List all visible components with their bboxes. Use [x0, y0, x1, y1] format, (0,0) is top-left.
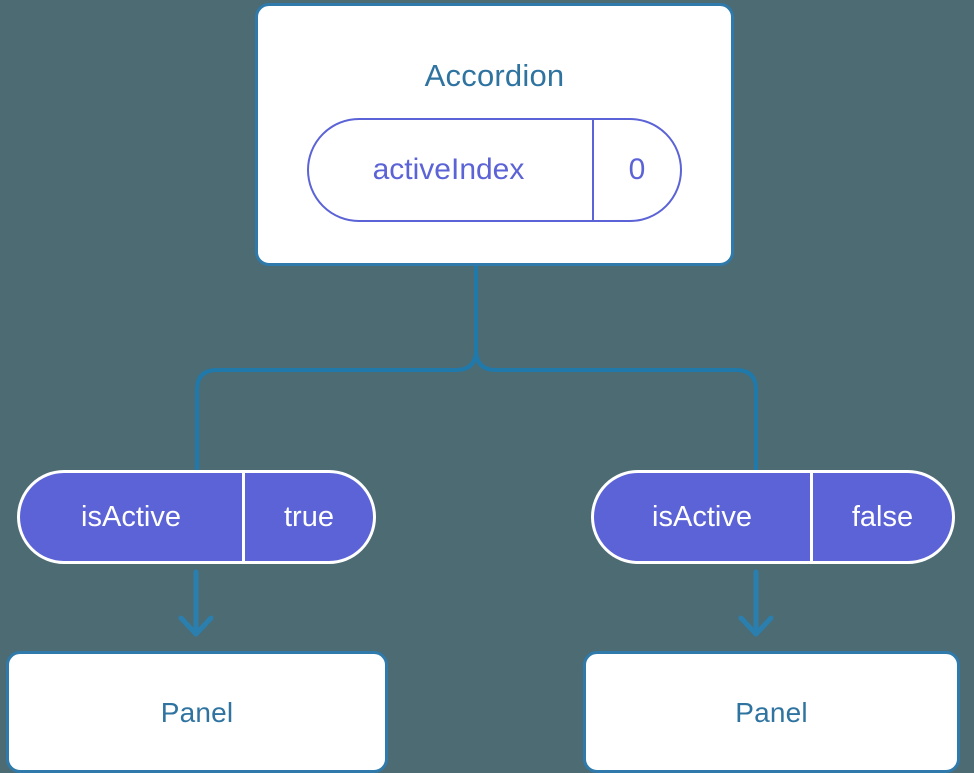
- prop-pill-is-active-left[interactable]: isActive true: [17, 470, 376, 564]
- prop-pill-is-active-right[interactable]: isActive false: [591, 470, 955, 564]
- component-name-panel-left: Panel: [160, 697, 234, 728]
- component-name-panel-right: Panel: [735, 697, 808, 728]
- prop-key-is-active-right: isActive: [652, 500, 752, 533]
- component-name-accordion: Accordion: [424, 58, 565, 93]
- prop-value-is-active-right: false: [810, 473, 952, 561]
- prop-key-is-active-left: isActive: [81, 500, 181, 533]
- branch-line-right: [474, 264, 758, 472]
- arrow-head-right: [738, 615, 774, 637]
- prop-value-active-index: 0: [592, 120, 680, 220]
- component-node-panel-right[interactable]: Panel: [583, 651, 960, 773]
- prop-key-active-index: activeIndex: [372, 153, 525, 186]
- arrow-head-left: [178, 615, 214, 637]
- prop-value-is-active-left: true: [242, 473, 373, 561]
- component-node-panel-left[interactable]: Panel: [6, 651, 388, 773]
- prop-pill-active-index[interactable]: activeIndex 0: [307, 118, 682, 222]
- branch-line-left: [195, 264, 478, 472]
